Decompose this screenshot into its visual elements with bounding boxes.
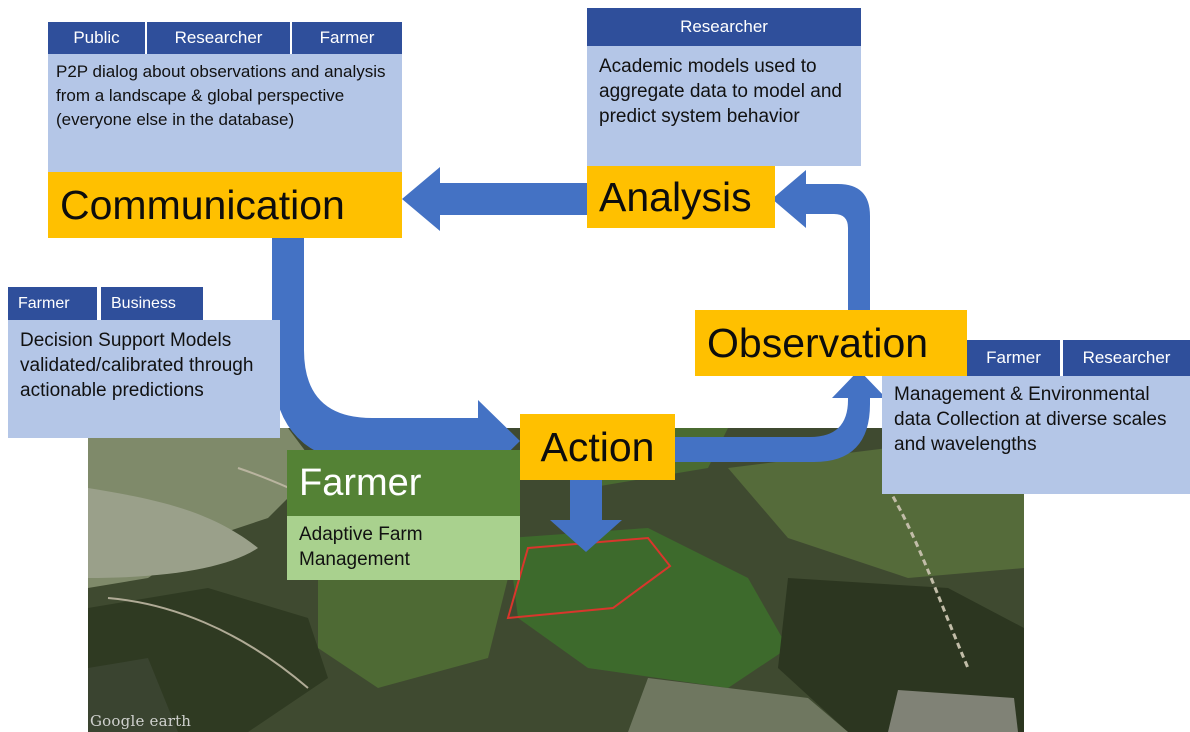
tag-researcher-observation: Researcher xyxy=(1063,340,1190,376)
observation-stage: Observation xyxy=(695,310,967,376)
arrow-observation-to-analysis xyxy=(772,170,870,312)
arrow-action-to-observation xyxy=(674,370,886,462)
analysis-description: Academic models used to aggregate data t… xyxy=(587,46,861,166)
farmer-title: Farmer xyxy=(287,450,520,516)
decision-description: Decision Support Models validated/calibr… xyxy=(8,320,280,438)
arrow-action-down xyxy=(550,480,622,552)
tag-business: Business xyxy=(101,287,203,320)
farmer-description: Adaptive Farm Management xyxy=(287,516,520,580)
tag-researcher: Researcher xyxy=(147,22,290,54)
tag-farmer-decision: Farmer xyxy=(8,287,97,320)
tag-researcher-analysis: Researcher xyxy=(587,8,861,46)
communication-stage: Communication xyxy=(48,172,402,238)
communication-description: P2P dialog about observations and analys… xyxy=(48,54,402,172)
google-earth-watermark: Google earth xyxy=(90,712,192,730)
action-stage: Action xyxy=(520,414,675,480)
arrow-communication-to-action xyxy=(272,236,520,482)
tag-farmer: Farmer xyxy=(292,22,402,54)
observation-description: Management & Environmental data Collecti… xyxy=(882,376,1190,494)
analysis-stage: Analysis xyxy=(587,166,775,228)
tag-farmer-observation: Farmer xyxy=(967,340,1060,376)
arrow-analysis-to-communication xyxy=(402,167,588,231)
tag-public: Public xyxy=(48,22,145,54)
